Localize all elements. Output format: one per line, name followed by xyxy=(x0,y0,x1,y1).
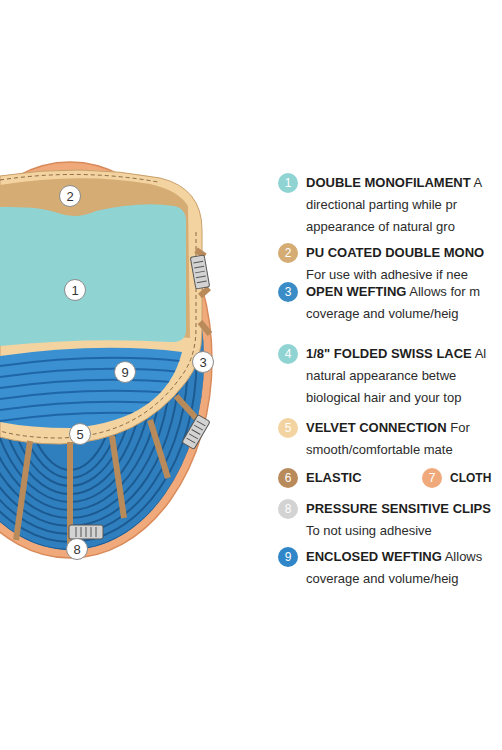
weft-row xyxy=(0,391,190,399)
callout-number: 9 xyxy=(114,361,136,383)
elastic-straps xyxy=(16,250,210,550)
legend-entry: ENCLOSED WEFTING Allows coverage and vol… xyxy=(306,546,498,590)
legend-swatch: 4 xyxy=(278,344,298,364)
callout-number: 3 xyxy=(192,351,214,373)
legend-heading: OPEN WEFTING xyxy=(306,284,406,299)
legend-number: 7 xyxy=(429,471,436,485)
legend-number: 4 xyxy=(285,347,292,361)
weft-row xyxy=(0,380,190,388)
callout-number: 8 xyxy=(66,538,88,560)
weft-row xyxy=(0,402,190,410)
callout-number: 2 xyxy=(59,185,81,207)
callout-number: 1 xyxy=(64,279,86,301)
weft-row xyxy=(0,358,190,366)
callout-number: 5 xyxy=(69,423,91,445)
legend-number: 1 xyxy=(285,176,292,190)
callout-text: 1 xyxy=(71,283,78,298)
legend-heading: PRESSURE SENSITIVE CLIPS xyxy=(306,501,491,516)
weft-row xyxy=(0,413,190,421)
legend-number: 3 xyxy=(285,285,292,299)
legend-heading: VELVET CONNECTION xyxy=(306,420,447,435)
legend-heading: ELASTIC xyxy=(306,470,362,485)
enclosed-weft-rows xyxy=(0,358,190,421)
legend-swatch: 2 xyxy=(278,243,298,263)
legend-swatch: 5 xyxy=(278,418,298,438)
weft-row xyxy=(0,170,205,550)
legend-description: To not using adhesive xyxy=(306,523,432,538)
cloth-rim xyxy=(0,162,212,558)
legend-swatch: 7 xyxy=(422,468,442,488)
pressure-clip xyxy=(69,525,103,539)
legend-entry: 1/8" FOLDED SWISS LACE Al natural appear… xyxy=(306,343,498,409)
stitching xyxy=(0,232,196,438)
callout-text: 8 xyxy=(73,542,80,557)
legend-heading: DOUBLE MONOFILAMENT xyxy=(306,175,471,190)
legend-swatch: 3 xyxy=(278,282,298,302)
legend-description: For use with adhesive if nee xyxy=(306,267,468,282)
legend-swatch: 8 xyxy=(278,499,298,519)
legend-heading: PU COATED DOUBLE MONO xyxy=(306,245,484,260)
open-wefting xyxy=(0,170,204,550)
legend-swatch: 9 xyxy=(278,547,298,567)
legend-entry: PU COATED DOUBLE MONO For use with adhes… xyxy=(306,242,498,286)
callout-text: 3 xyxy=(199,355,206,370)
callout-text: 5 xyxy=(76,427,83,442)
legend-entry: CLOTH xyxy=(450,467,502,489)
pressure-clip xyxy=(190,255,209,289)
legend-number: 8 xyxy=(285,502,292,516)
legend-heading: ENCLOSED WEFTING xyxy=(306,549,442,564)
legend-entry: DOUBLE MONOFILAMENT A directional partin… xyxy=(306,172,498,238)
legend-swatch: 1 xyxy=(278,173,298,193)
stitching xyxy=(0,174,158,182)
velvet-band xyxy=(0,170,202,444)
double-monofilament xyxy=(0,204,186,346)
legend-entry: OPEN WEFTING Allows for m coverage and v… xyxy=(306,281,498,325)
legend-entry: PRESSURE SENSITIVE CLIPS To not using ad… xyxy=(306,498,498,542)
legend-entry: ELASTIC xyxy=(306,467,426,489)
legend-entry: VELVET CONNECTION For smooth/comfortable… xyxy=(306,417,498,461)
pressure-clip xyxy=(182,415,210,450)
weft-rows xyxy=(0,170,205,550)
weft-row xyxy=(0,178,197,542)
callout-text: 9 xyxy=(121,365,128,380)
legend-number: 6 xyxy=(285,471,292,485)
weft-row xyxy=(0,369,190,377)
legend-number: 2 xyxy=(285,246,292,260)
legend-number: 5 xyxy=(285,421,292,435)
legend-heading: CLOTH xyxy=(450,471,491,485)
callout-text: 2 xyxy=(66,189,73,204)
legend-number: 9 xyxy=(285,550,292,564)
legend-heading: 1/8" FOLDED SWISS LACE xyxy=(306,346,472,361)
legend-swatch: 6 xyxy=(278,468,298,488)
